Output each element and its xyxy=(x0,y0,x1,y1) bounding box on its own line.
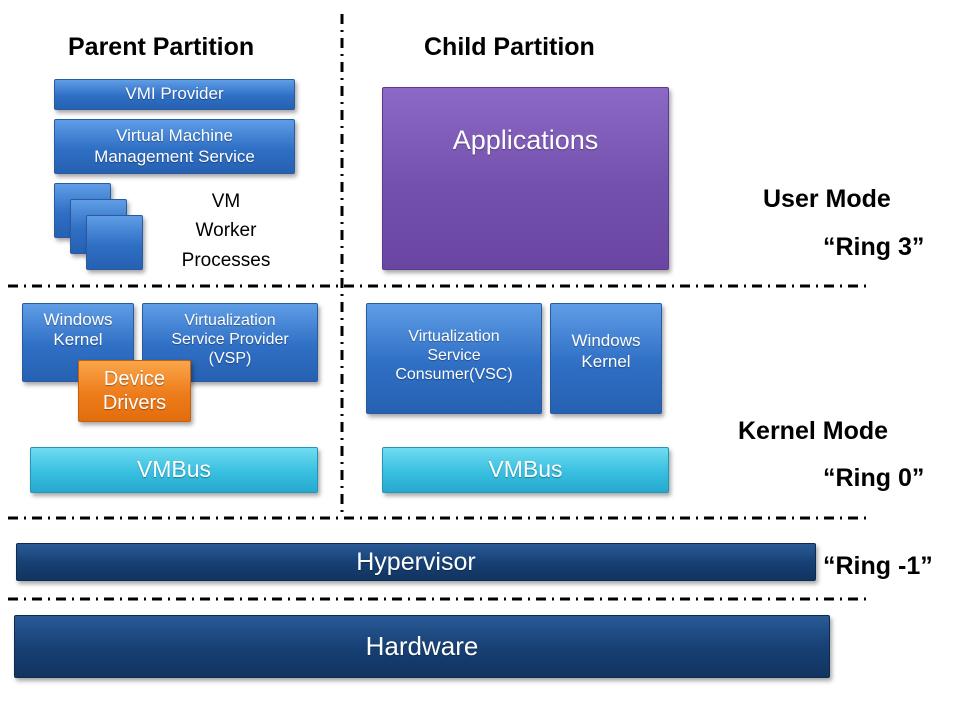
hypervisor-box: Hypervisor xyxy=(16,543,816,581)
worker-process-box-3 xyxy=(86,215,143,270)
child-vmbus-box: VMBus xyxy=(382,447,669,493)
ring0-label: “Ring 0” xyxy=(823,464,925,492)
parent-vmbus-box: VMBus xyxy=(30,447,318,493)
vsc-box: Virtualization Service Consumer(VSC) xyxy=(366,303,542,414)
user-mode-label: User Mode xyxy=(763,185,891,213)
hardware-box: Hardware xyxy=(14,615,830,678)
kernel-mode-label: Kernel Mode xyxy=(738,417,889,445)
device-drivers-box: Device Drivers xyxy=(78,360,191,422)
vmi-provider-box: VMI Provider xyxy=(54,79,295,110)
vm-worker-processes-label: VM Worker Processes xyxy=(181,191,271,271)
applications-box: Applications xyxy=(382,87,669,270)
parent-partition-title: Parent Partition xyxy=(68,33,255,61)
vmms-box: Virtual Machine Management Service xyxy=(54,119,295,174)
ring3-label: “Ring 3” xyxy=(823,233,925,261)
child-partition-title: Child Partition xyxy=(424,33,595,61)
ring-neg1-label: “Ring -1” xyxy=(823,552,933,580)
child-windows-kernel-box: Windows Kernel xyxy=(550,303,662,414)
